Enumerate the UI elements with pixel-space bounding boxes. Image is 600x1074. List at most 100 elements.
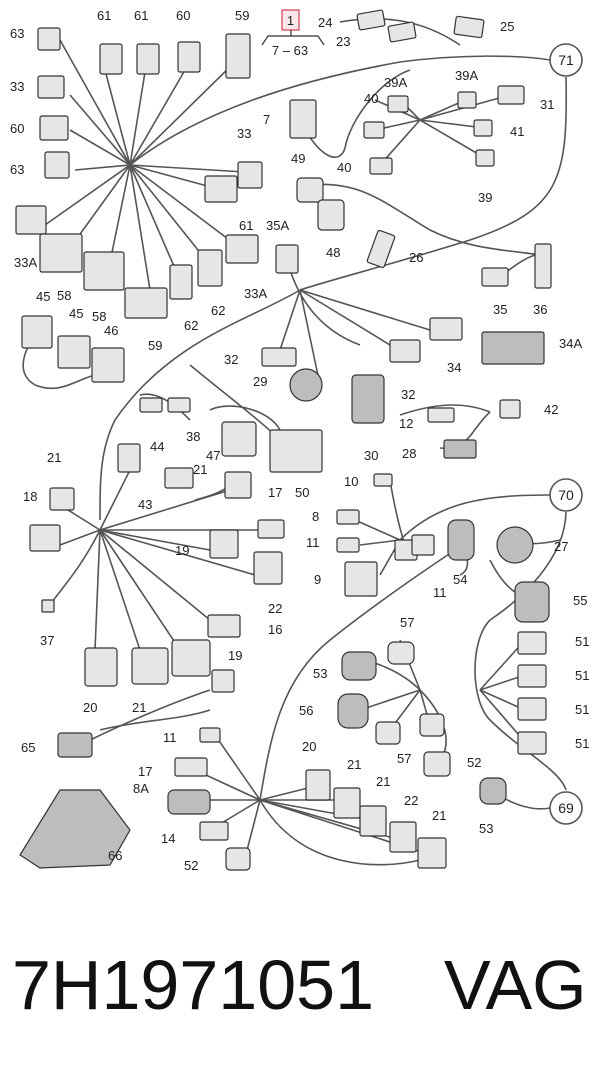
part-label-52: 52 bbox=[184, 858, 198, 873]
part-label-60: 60 bbox=[10, 121, 24, 136]
part-label-11: 11 bbox=[163, 730, 177, 745]
part-label-53: 53 bbox=[479, 821, 493, 836]
part-label-61: 61 bbox=[239, 218, 253, 233]
part-label-24: 24 bbox=[318, 15, 332, 30]
part-label-37: 37 bbox=[40, 633, 54, 648]
part-label-21: 21 bbox=[193, 462, 207, 477]
part-label-28: 28 bbox=[402, 446, 416, 461]
part-label-59: 59 bbox=[235, 8, 249, 23]
part-label-54: 54 bbox=[453, 572, 467, 587]
part-label-43: 43 bbox=[138, 497, 152, 512]
part-label-63: 63 bbox=[10, 162, 24, 177]
part-label-57: 57 bbox=[397, 751, 411, 766]
part-label-8A: 8A bbox=[133, 781, 149, 796]
part-label-22: 22 bbox=[268, 601, 282, 616]
part-label-35: 35 bbox=[493, 302, 507, 317]
part-label-26: 26 bbox=[409, 250, 423, 265]
part-label-19: 19 bbox=[228, 648, 242, 663]
part-label-55: 55 bbox=[573, 593, 587, 608]
part-label-20: 20 bbox=[83, 700, 97, 715]
part-label-51: 51 bbox=[575, 634, 589, 649]
reference-circle-69: 69 bbox=[549, 791, 583, 825]
part-label-63: 63 bbox=[10, 26, 24, 41]
part-number: 7H1971051 bbox=[12, 946, 374, 1024]
part-label-44: 44 bbox=[150, 439, 164, 454]
part-label-34A: 34A bbox=[559, 336, 582, 351]
circle-label: 69 bbox=[558, 800, 574, 816]
part-label-14: 14 bbox=[161, 831, 175, 846]
part-label-60: 60 bbox=[176, 8, 190, 23]
part-label-62: 62 bbox=[211, 303, 225, 318]
part-label-20: 20 bbox=[302, 739, 316, 754]
harness-wires bbox=[22, 18, 568, 866]
circle-label: 70 bbox=[558, 487, 574, 503]
reference-circle-71: 71 bbox=[549, 43, 583, 77]
part-label-18: 18 bbox=[23, 489, 37, 504]
part-label-21: 21 bbox=[347, 757, 361, 772]
part-label-7: 7 bbox=[263, 112, 270, 127]
part-label-41: 41 bbox=[510, 124, 524, 139]
part-label-40: 40 bbox=[364, 91, 378, 106]
part-label-53: 53 bbox=[313, 666, 327, 681]
part-label-11: 11 bbox=[433, 585, 447, 600]
footer: 7H1971051 VAG bbox=[0, 935, 600, 1045]
brand-name: VAG bbox=[444, 946, 587, 1024]
part-label-52: 52 bbox=[467, 755, 481, 770]
part-label-21: 21 bbox=[47, 450, 61, 465]
part-label-36: 36 bbox=[533, 302, 547, 317]
part-label-33: 33 bbox=[10, 79, 24, 94]
range-label: 7 – 63 bbox=[272, 43, 308, 58]
part-label-62: 62 bbox=[184, 318, 198, 333]
part-label-58: 58 bbox=[92, 309, 106, 324]
part-label-12: 12 bbox=[399, 416, 413, 431]
part-label-11: 11 bbox=[306, 535, 320, 550]
part-label-45: 45 bbox=[69, 306, 83, 321]
part-label-17: 17 bbox=[138, 764, 152, 779]
part-label-42: 42 bbox=[544, 402, 558, 417]
wiring-harness-diagram: 1 7 – 63 bbox=[10, 8, 589, 873]
part-label-48: 48 bbox=[326, 245, 340, 260]
part-label-40: 40 bbox=[337, 160, 351, 175]
part-label-32: 32 bbox=[401, 387, 415, 402]
part-label-45: 45 bbox=[36, 289, 50, 304]
part-label-23: 23 bbox=[336, 34, 350, 49]
part-label-49: 49 bbox=[291, 151, 305, 166]
part-label-46: 46 bbox=[104, 323, 118, 338]
reference-circle-70: 70 bbox=[549, 478, 583, 512]
part-label-16: 16 bbox=[268, 622, 282, 637]
part-label-21: 21 bbox=[432, 808, 446, 823]
part-label-10: 10 bbox=[344, 474, 358, 489]
part-label-51: 51 bbox=[575, 668, 589, 683]
part-label-32: 32 bbox=[224, 352, 238, 367]
part-label-66: 66 bbox=[108, 848, 122, 863]
part-label-61: 61 bbox=[134, 8, 148, 23]
part-label-35A: 35A bbox=[266, 218, 289, 233]
part-label-19: 19 bbox=[175, 543, 189, 558]
part-label-17: 17 bbox=[268, 485, 282, 500]
part-label-51: 51 bbox=[575, 702, 589, 717]
part-label-30: 30 bbox=[364, 448, 378, 463]
part-label-21: 21 bbox=[132, 700, 146, 715]
part-label-57: 57 bbox=[400, 615, 414, 630]
part-label-65: 65 bbox=[21, 740, 35, 755]
part-label-51: 51 bbox=[575, 736, 589, 751]
part-label-27: 27 bbox=[554, 539, 568, 554]
part-label-29: 29 bbox=[253, 374, 267, 389]
group-label: 1 bbox=[287, 13, 294, 28]
part-label-33A: 33A bbox=[14, 255, 37, 270]
part-label-61: 61 bbox=[97, 8, 111, 23]
part-label-31: 31 bbox=[540, 97, 554, 112]
part-label-33A: 33A bbox=[244, 286, 267, 301]
group-header: 1 7 – 63 bbox=[261, 9, 325, 58]
part-label-25: 25 bbox=[500, 19, 514, 34]
circle-label: 71 bbox=[558, 52, 574, 68]
part-label-58: 58 bbox=[57, 288, 71, 303]
part-label-39: 39 bbox=[478, 190, 492, 205]
part-label-38: 38 bbox=[186, 429, 200, 444]
part-label-59: 59 bbox=[148, 338, 162, 353]
part-label-21: 21 bbox=[376, 774, 390, 789]
part-label-9: 9 bbox=[314, 572, 321, 587]
part-label-47: 47 bbox=[206, 448, 220, 463]
